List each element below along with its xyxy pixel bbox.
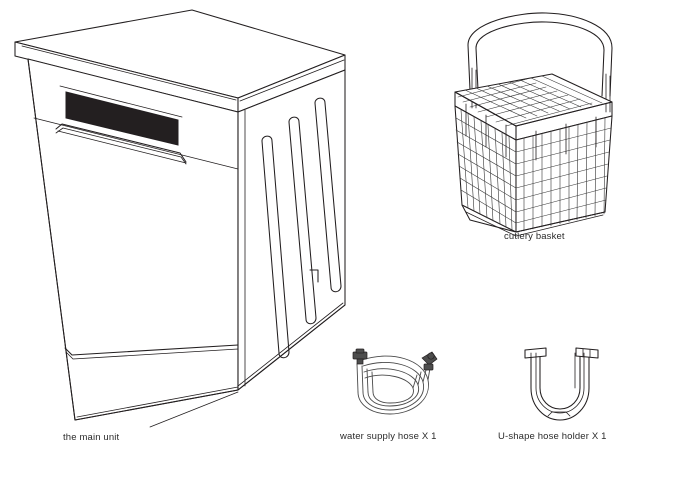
hose-fitting-left [352,348,368,365]
cutlery-basket-icon [454,12,613,237]
caption-main-unit: the main unit [63,432,120,443]
caption-u-shape-hose-holder: U-shape hose holder X 1 [498,431,607,442]
hose-fitting-right [421,351,438,371]
caption-water-supply-hose: water supply hose X 1 [340,431,437,442]
side-vent-slots [261,97,342,359]
dishwasher-icon [14,9,346,428]
caption-cutlery-basket: cutlery basket [504,231,565,242]
lid-mesh [457,75,603,127]
u-hose-holder-icon [524,347,599,421]
water-hose-icon [352,348,438,415]
